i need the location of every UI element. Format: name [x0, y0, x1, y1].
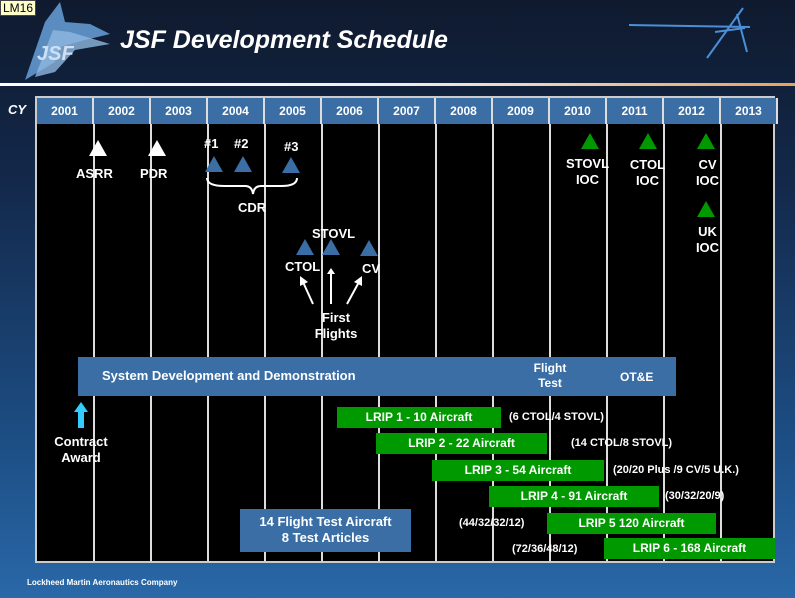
stovl-flight-triangle-icon	[322, 239, 340, 255]
first-flights-label: First Flights	[314, 310, 358, 341]
title-divider	[0, 83, 795, 86]
lrip-1-note: (6 CTOL/4 STOVL)	[509, 411, 604, 423]
ctol-ioc-label: CTOL IOC	[629, 157, 666, 188]
year-gridline	[378, 124, 380, 561]
contract-award-arrow-icon	[74, 402, 88, 428]
first-flight-arrows-icon	[300, 268, 362, 305]
ctol-flight-triangle-icon	[296, 239, 314, 255]
lrip-4-note: (30/32/20/9)	[665, 490, 725, 502]
lrip-6-bar: LRIP 6 - 168 Aircraft	[604, 538, 775, 559]
year-header-2004: 2004	[208, 98, 265, 124]
year-gridline	[492, 124, 494, 561]
year-header-2003: 2003	[151, 98, 208, 124]
year-gridline	[264, 124, 266, 561]
lrip-2-bar: LRIP 2 - 22 Aircraft	[376, 433, 547, 454]
year-gridline	[93, 124, 95, 561]
cdr-3-triangle-icon	[282, 157, 300, 173]
ctol-ioc-triangle-icon	[639, 133, 657, 149]
lrip-1-bar: LRIP 1 - 10 Aircraft	[337, 407, 501, 428]
year-header-2009: 2009	[493, 98, 550, 124]
year-gridline	[321, 124, 323, 561]
uk-ioc-label: UK IOC	[695, 224, 720, 255]
test-box-line2: 8 Test Articles	[281, 530, 370, 545]
cv-flight-triangle-icon	[360, 240, 378, 256]
flight-test-label: Flight Test	[533, 361, 567, 390]
test-aircraft-box: 14 Flight Test Aircraft 8 Test Articles	[240, 509, 411, 552]
jsf-logo: JSF	[25, 2, 110, 80]
cdr-3-label: #3	[284, 139, 299, 154]
year-header-2013: 2013	[721, 98, 778, 124]
year-header-2006: 2006	[322, 98, 379, 124]
year-header-2002: 2002	[94, 98, 151, 124]
lrip-5-note: (44/32/32/12)	[459, 517, 525, 529]
lrip-3-bar: LRIP 3 - 54 Aircraft	[432, 460, 604, 481]
asrr-triangle-icon	[89, 140, 107, 156]
asrr-label: ASRR	[76, 166, 113, 181]
year-header-2005: 2005	[265, 98, 322, 124]
year-gridline	[435, 124, 437, 561]
pdr-label: PDR	[140, 166, 168, 181]
pdr-triangle-icon	[148, 140, 166, 156]
lrip-6-note: (72/36/48/12)	[512, 543, 578, 555]
stovl-flight-label: STOVL	[312, 226, 356, 241]
page-title: JSF Development Schedule	[120, 26, 448, 54]
year-gridline	[549, 124, 551, 561]
year-header-2008: 2008	[436, 98, 493, 124]
cdr-1-triangle-icon	[205, 156, 223, 172]
slide-tag: LM16	[0, 0, 37, 16]
cv-flight-label: CV	[362, 261, 381, 276]
year-header-2011: 2011	[607, 98, 664, 124]
footer-company: Lockheed Martin Aeronautics Company	[27, 578, 178, 587]
sdd-bar: System Development and Demonstration Fli…	[78, 357, 676, 396]
lrip-2-note: (14 CTOL/8 STOVL)	[571, 437, 673, 449]
sdd-label: System Development and Demonstration	[102, 368, 356, 383]
cdr-2-triangle-icon	[234, 156, 252, 172]
year-header-2007: 2007	[379, 98, 436, 124]
year-gridline	[663, 124, 665, 561]
cv-ioc-triangle-icon	[697, 133, 715, 149]
year-gridline	[606, 124, 608, 561]
lockheed-star-logo	[628, 7, 751, 59]
contract-award-label: Contract Award	[54, 434, 108, 465]
ctol-flight-label: CTOL	[285, 259, 321, 274]
year-gridline	[150, 124, 152, 561]
ote-label: OT&E	[620, 370, 654, 384]
svg-text:JSF: JSF	[37, 43, 74, 65]
cv-ioc-label: CV IOC	[695, 157, 720, 188]
stovl-ioc-label: STOVL IOC	[565, 156, 610, 187]
stovl-ioc-triangle-icon	[581, 133, 599, 149]
cdr-label: CDR	[238, 200, 267, 215]
lrip-5-bar: LRIP 5 120 Aircraft	[547, 513, 716, 534]
year-header-2001: 2001	[37, 98, 94, 124]
test-box-line1: 14 Flight Test Aircraft	[259, 514, 392, 529]
year-header-2010: 2010	[550, 98, 607, 124]
year-gridline	[720, 124, 722, 561]
lrip-3-note: (20/20 Plus /9 CV/5 U.K.)	[613, 464, 739, 476]
cy-label: CY	[8, 102, 27, 117]
lrip-4-bar: LRIP 4 - 91 Aircraft	[489, 486, 659, 507]
year-gridline	[207, 124, 209, 561]
cdr-1-label: #1	[204, 136, 219, 151]
cdr-brace-icon	[206, 177, 298, 195]
uk-ioc-triangle-icon	[697, 201, 715, 217]
year-header-2012: 2012	[664, 98, 721, 124]
cdr-2-label: #2	[234, 136, 249, 151]
